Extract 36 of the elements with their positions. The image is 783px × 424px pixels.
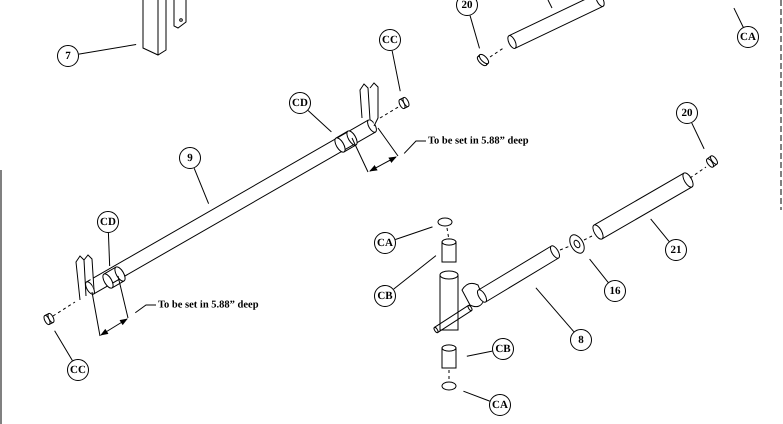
callout-number: CB	[374, 285, 396, 307]
callout-number: CC	[379, 29, 401, 51]
leader-line	[394, 226, 433, 240]
leader-line	[54, 330, 73, 362]
leader-line	[650, 218, 670, 242]
leader-line	[108, 232, 110, 266]
leader-line	[691, 122, 705, 150]
callout-number: 20	[456, 0, 478, 16]
leader-line	[78, 44, 137, 55]
leader-line	[392, 50, 401, 92]
leader-line	[134, 304, 156, 314]
callout-number: CA	[737, 26, 759, 48]
note-text: To be set in 5.88” deep	[158, 300, 259, 310]
callout-number: 7	[57, 45, 79, 67]
callout-number: CA	[489, 394, 511, 416]
leader-line	[194, 168, 210, 204]
callout-number: CD	[289, 92, 311, 114]
callout-number: CA	[374, 232, 396, 254]
leader-line	[589, 258, 609, 283]
leader-line	[470, 15, 480, 49]
leader-line	[535, 287, 574, 332]
callout-number: 9	[179, 147, 201, 169]
callout-number: CD	[97, 211, 119, 233]
callout-number: CB	[492, 338, 514, 360]
callout-number: 16	[604, 280, 626, 302]
callout-number: 20	[676, 102, 698, 124]
note-text: To be set in 5.88” deep	[428, 136, 529, 146]
leader-line	[462, 390, 490, 402]
callout-number: 21	[665, 239, 687, 261]
callout-number: 8	[570, 329, 592, 351]
leader-line	[404, 140, 426, 154]
leader-line	[466, 350, 493, 357]
leader-line	[733, 8, 744, 28]
leader-line	[308, 110, 332, 132]
leader-line	[393, 255, 436, 290]
callout-number: CC	[67, 359, 89, 381]
